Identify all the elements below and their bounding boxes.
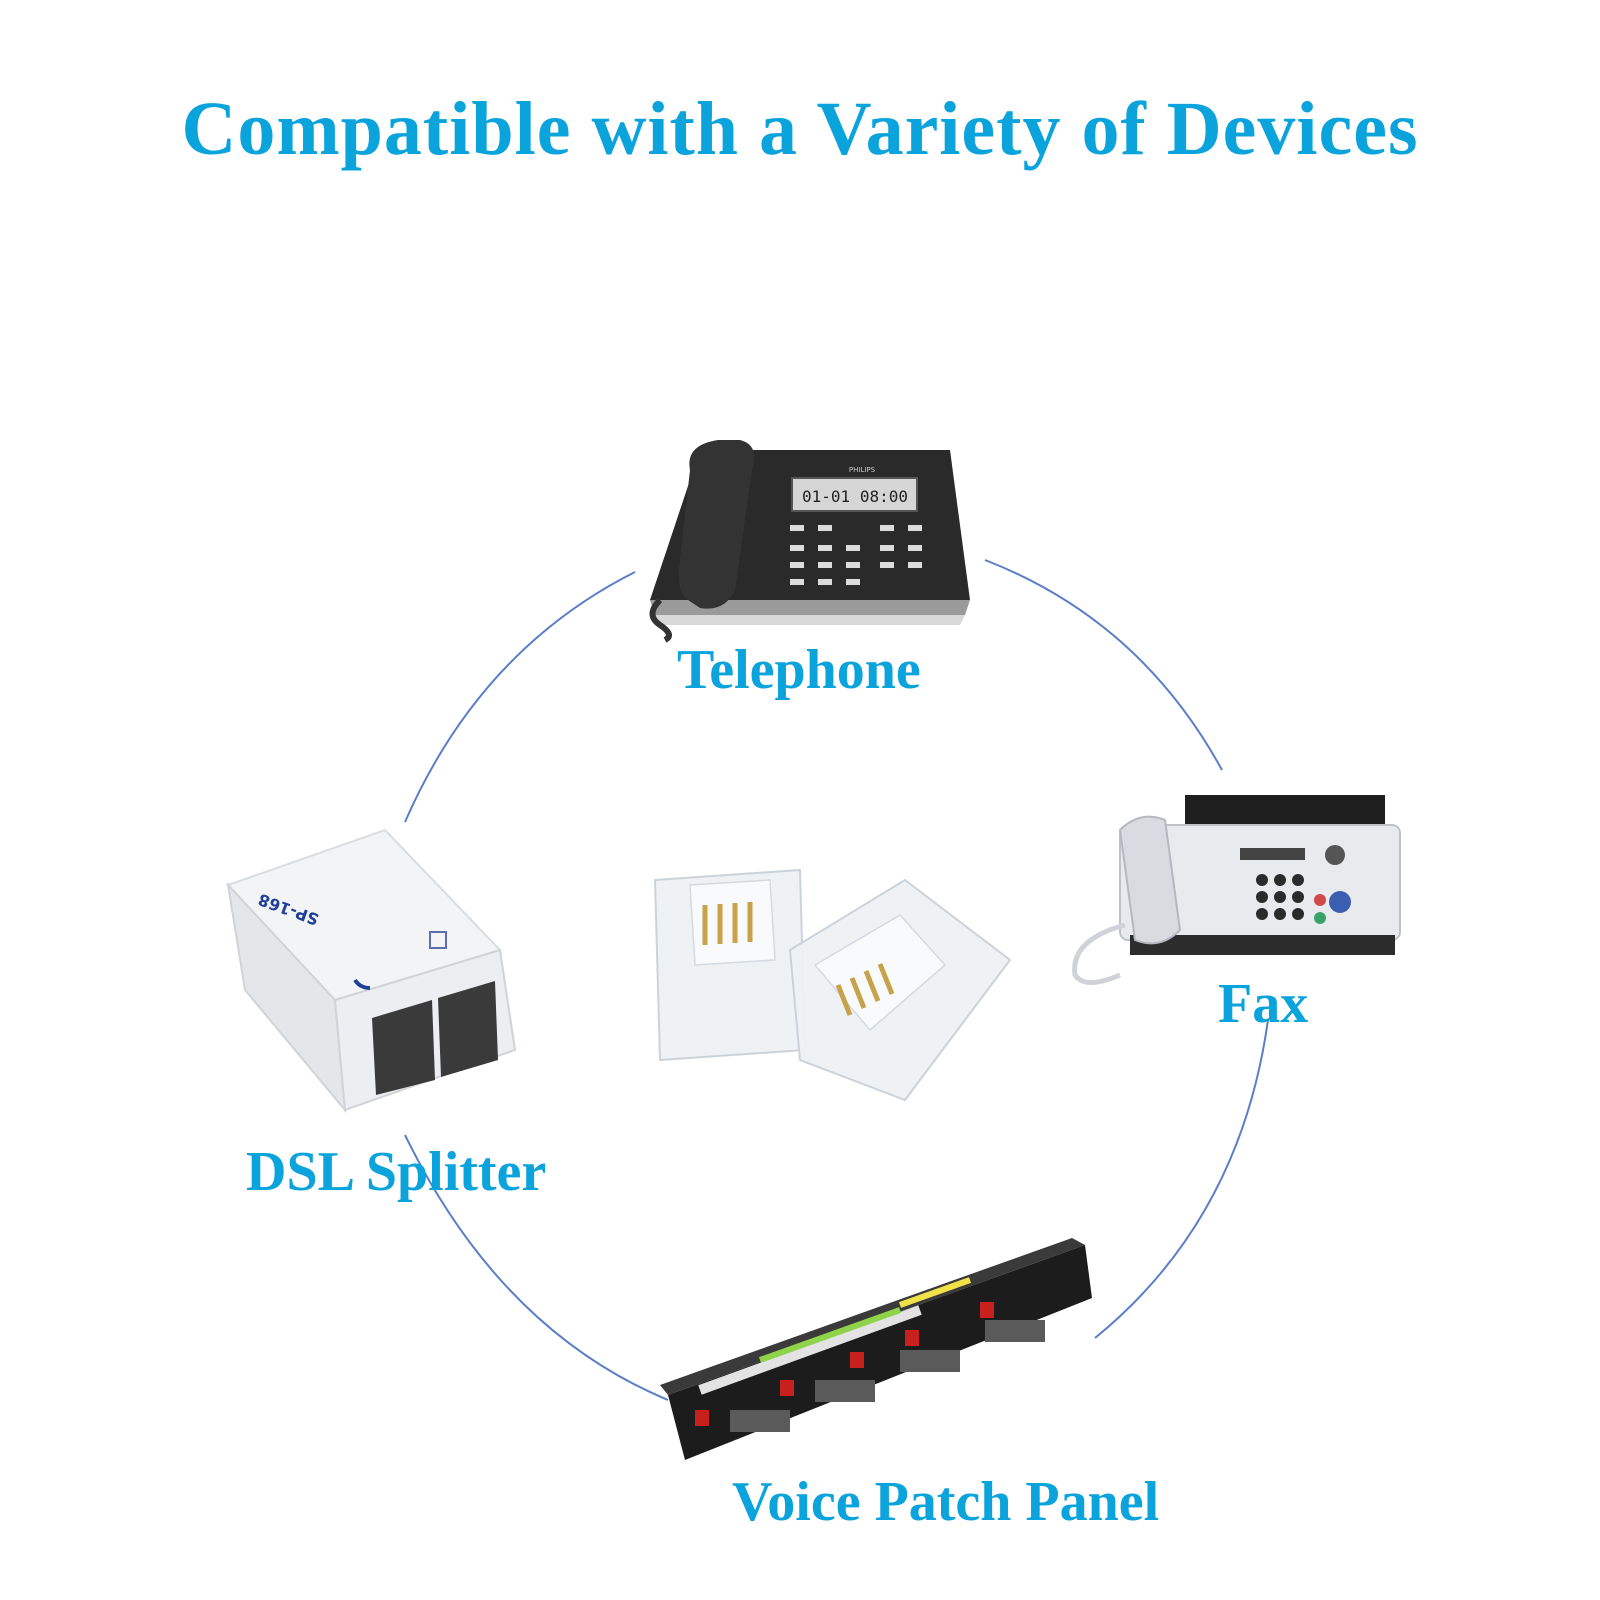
- fax-label: Fax: [1218, 973, 1309, 1035]
- phone-display-text: 01-01 08:00: [802, 487, 908, 506]
- fax-icon: [1072, 795, 1401, 985]
- telephone-icon: 01-01 08:00 PHILIPS: [649, 440, 970, 643]
- dsl-splitter-icon: SP-168: [226, 828, 517, 1114]
- telephone-label: Telephone: [677, 639, 921, 701]
- rj11-connector-icon: [653, 868, 1012, 1102]
- arc-bottom-left: [404, 1134, 669, 1401]
- arc-top-left: [404, 571, 636, 823]
- patch-panel-icon: [660, 1238, 1092, 1460]
- connection-circle: [404, 559, 1269, 1401]
- page-title: Compatible with a Variety of Devices: [181, 87, 1419, 171]
- patch-panel-label: Voice Patch Panel: [732, 1471, 1160, 1533]
- arc-right: [1094, 1019, 1269, 1339]
- arc-top-right: [984, 559, 1223, 771]
- dsl-splitter-label: DSL Splitter: [246, 1141, 547, 1203]
- phone-brand-text: PHILIPS: [849, 466, 876, 474]
